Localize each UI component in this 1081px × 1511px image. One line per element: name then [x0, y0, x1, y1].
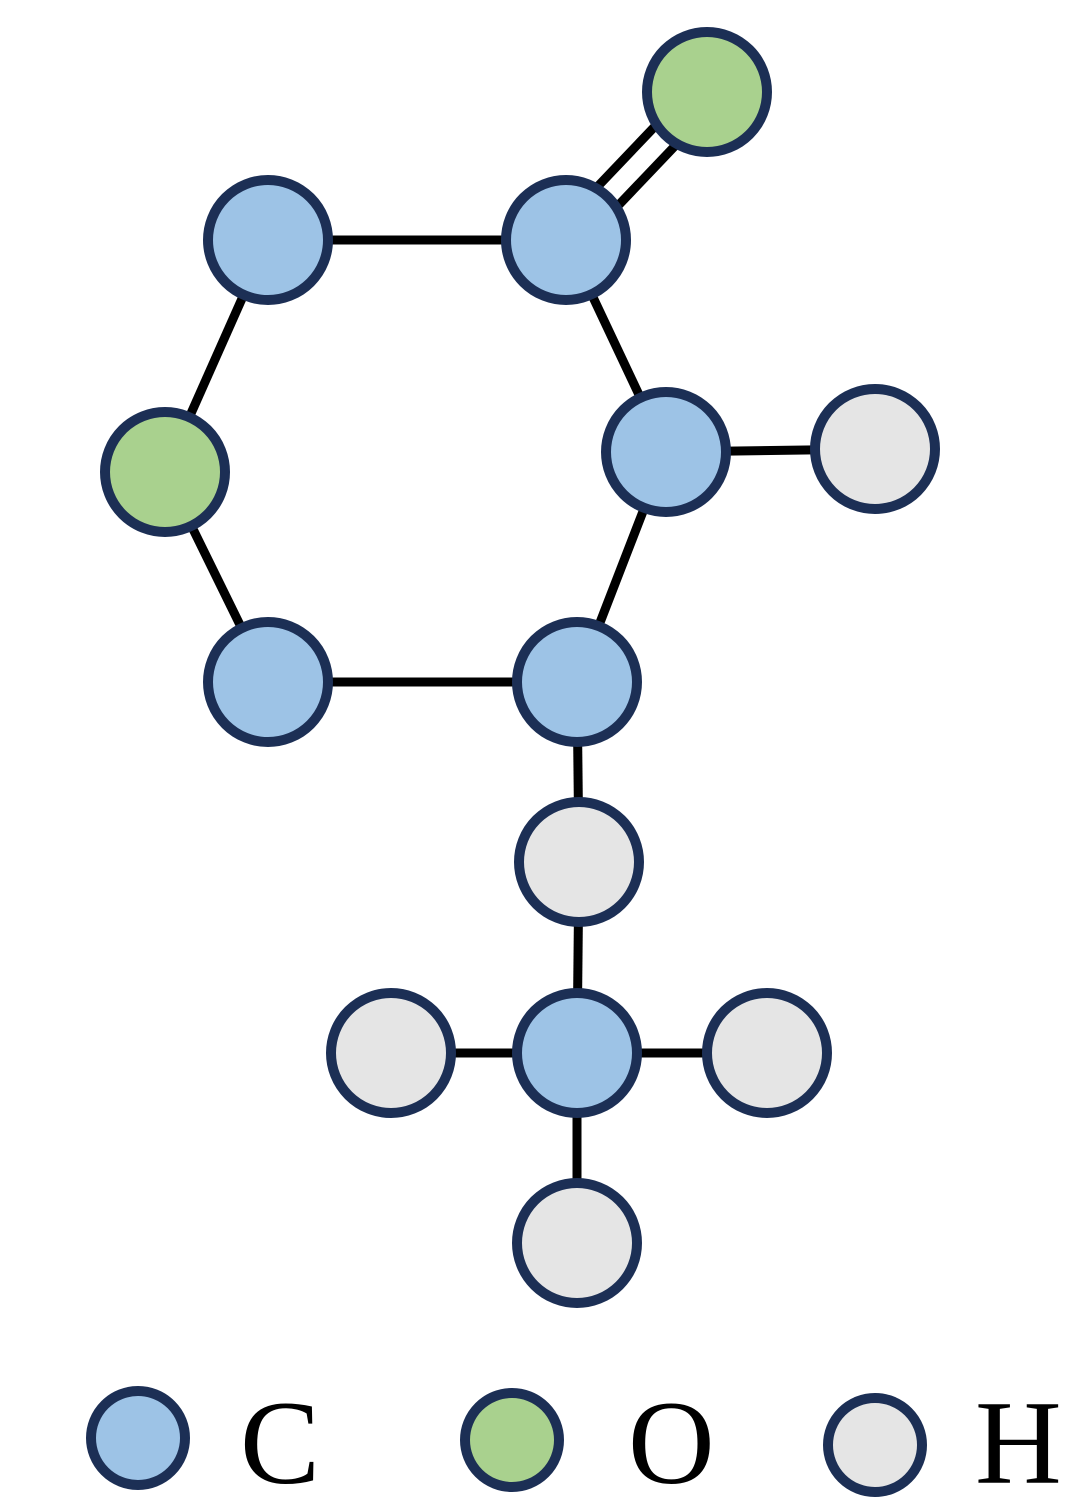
- atom-hydrogen-h5: [512, 1178, 642, 1308]
- atom-hydrogen-h2: [514, 797, 644, 927]
- legend-label-oxygen: O: [628, 1376, 715, 1509]
- atom-carbon-c4: [512, 617, 642, 747]
- atom-hydrogen-h1: [810, 384, 940, 514]
- legend-swatch-oxygen: [460, 1388, 564, 1492]
- atom-carbon-c6: [512, 988, 642, 1118]
- legend-label-hydrogen: H: [975, 1376, 1062, 1509]
- atom-hydrogen-h3: [326, 988, 456, 1118]
- atom-hydrogen-h4: [702, 988, 832, 1118]
- atom-oxygen-o2: [100, 407, 230, 537]
- atom-oxygen-o1: [642, 27, 772, 157]
- atom-carbon-c2: [501, 175, 631, 305]
- legend-swatch-hydrogen: [823, 1393, 927, 1497]
- legend: C O H: [86, 1376, 1062, 1509]
- legend-swatch-carbon: [86, 1386, 190, 1490]
- atom-carbon-c1: [203, 175, 333, 305]
- atom-carbon-c5: [203, 617, 333, 747]
- atom-carbon-c3: [601, 387, 731, 517]
- legend-label-carbon: C: [240, 1376, 320, 1509]
- atoms-layer: [100, 27, 940, 1308]
